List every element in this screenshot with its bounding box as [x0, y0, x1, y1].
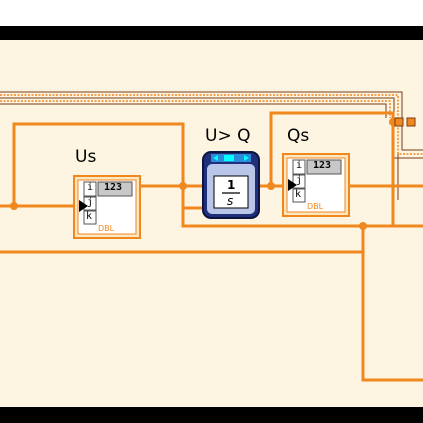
us-index-i: i: [87, 182, 94, 193]
wire-feedback-loop: [12, 122, 203, 210]
integrator-block[interactable]: [202, 151, 260, 219]
us-index-j: j: [87, 197, 94, 208]
us-indicator-terminal[interactable]: [73, 175, 141, 239]
right-tunnels[interactable]: [394, 117, 416, 127]
qs-index-i: i: [296, 160, 303, 171]
wire-mid-long: [181, 208, 423, 228]
wire-bottom-long: [0, 250, 423, 382]
integrator-denominator: s: [227, 194, 234, 208]
us-label: Us: [75, 147, 97, 167]
integrator-numerator: 1: [227, 178, 236, 192]
qs-type-label: DBL: [307, 202, 324, 211]
us-index-k: k: [86, 211, 93, 222]
bottom-frame-bar: [0, 407, 423, 423]
qs-index-k: k: [295, 189, 302, 200]
qs-numeric-digits: 123: [313, 160, 332, 171]
integrator-label: U> Q: [205, 126, 251, 146]
qs-label: Qs: [287, 126, 310, 146]
wire-integrator-branch: [269, 111, 395, 186]
qs-index-j: j: [296, 175, 303, 186]
top-frame-bar: [0, 26, 423, 40]
us-numeric-digits: 123: [104, 182, 123, 193]
qs-indicator-terminal[interactable]: [282, 153, 350, 217]
us-type-label: DBL: [98, 224, 115, 233]
